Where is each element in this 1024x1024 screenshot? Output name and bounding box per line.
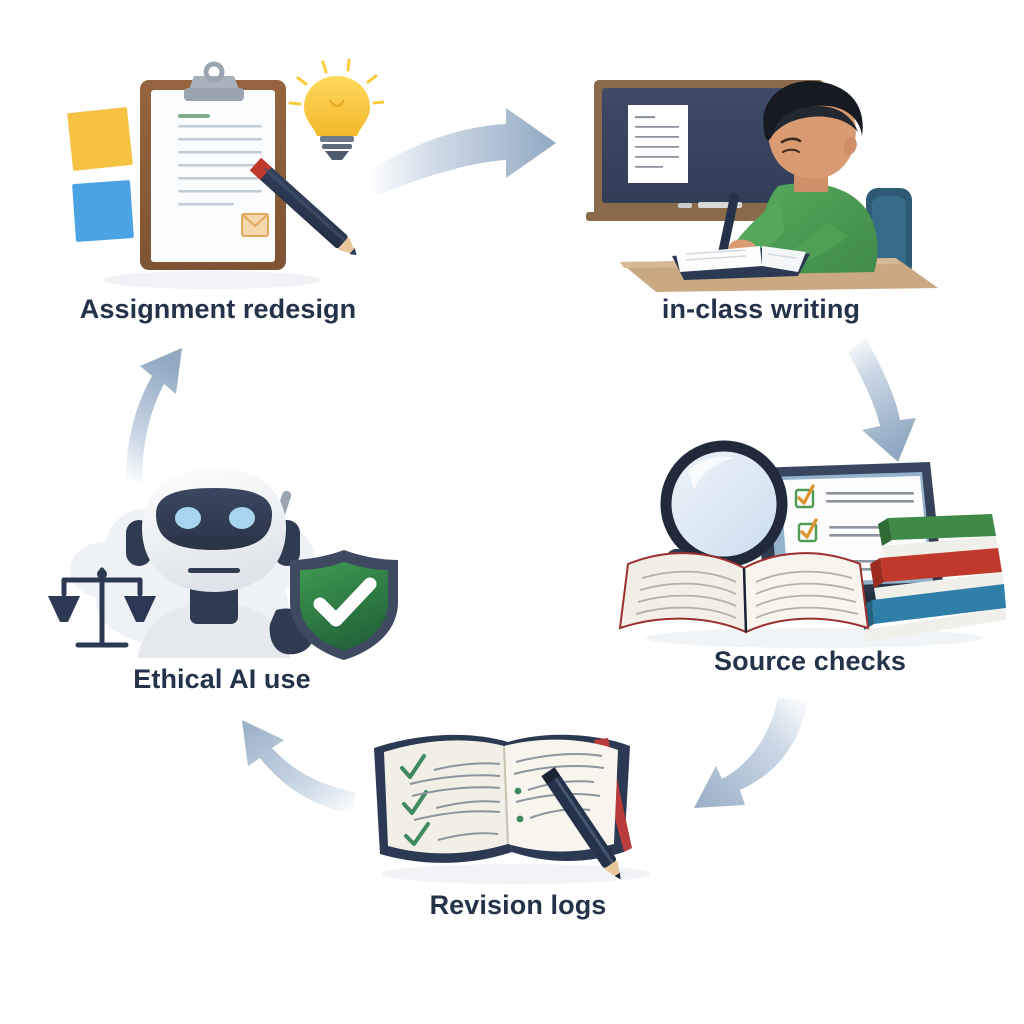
- node-label-ethical-ai-use: Ethical AI use: [133, 664, 311, 694]
- book-red: [870, 548, 1004, 600]
- sticky-note-blue-icon: [72, 180, 134, 242]
- node-label-assignment-redesign: Assignment redesign: [79, 294, 357, 324]
- open-book-icon: [618, 552, 870, 634]
- pencil-icon: [249, 157, 357, 256]
- notebook-icon: [672, 246, 810, 280]
- student-writing-icon: [586, 80, 938, 292]
- source-checks-icon: [618, 440, 1006, 648]
- book-right-bullets: [514, 787, 524, 823]
- clipboard-clip-icon: [184, 61, 244, 101]
- shield-icon: [290, 550, 398, 660]
- node-ethical-ai-use[interactable]: Ethical AI use: [42, 452, 402, 702]
- ethical-ai-icon: [48, 468, 398, 660]
- node-assignment-redesign[interactable]: Assignment redesign: [52, 48, 384, 338]
- pencil-icon: [541, 767, 621, 880]
- node-source-checks[interactable]: Source checks: [614, 432, 1006, 692]
- book-green: [878, 514, 998, 558]
- arrow-revision-to-ethical: [242, 720, 356, 814]
- node-label-in-class-writing: in-class writing: [661, 294, 861, 324]
- node-in-class-writing[interactable]: in-class writing: [566, 60, 956, 340]
- clipboard-paper-lines: [178, 114, 262, 206]
- book-left-rules: [409, 762, 501, 841]
- node-label-source-checks: Source checks: [714, 646, 906, 676]
- checklist-row: [794, 484, 914, 509]
- checklist-row: [797, 518, 917, 543]
- robot-icon: [126, 468, 314, 658]
- sticky-note-yellow-icon: [67, 107, 133, 171]
- revision-book-icon: [374, 734, 650, 884]
- lightbulb-icon: [288, 58, 384, 160]
- scales-of-justice-icon: [48, 567, 156, 648]
- revision-checkmarks: [400, 754, 430, 846]
- book-stack-icon: [862, 514, 1006, 642]
- board-paper-icon: [628, 105, 688, 183]
- node-label-revision-logs: Revision logs: [429, 890, 607, 920]
- arrow-redesign-to-writing: [368, 108, 556, 196]
- node-revision-logs[interactable]: Revision logs: [358, 712, 678, 932]
- envelope-icon: [241, 213, 269, 237]
- arrow-source-to-revision: [694, 698, 808, 808]
- clipboard-icon: [67, 58, 384, 289]
- chair-icon: [866, 188, 912, 278]
